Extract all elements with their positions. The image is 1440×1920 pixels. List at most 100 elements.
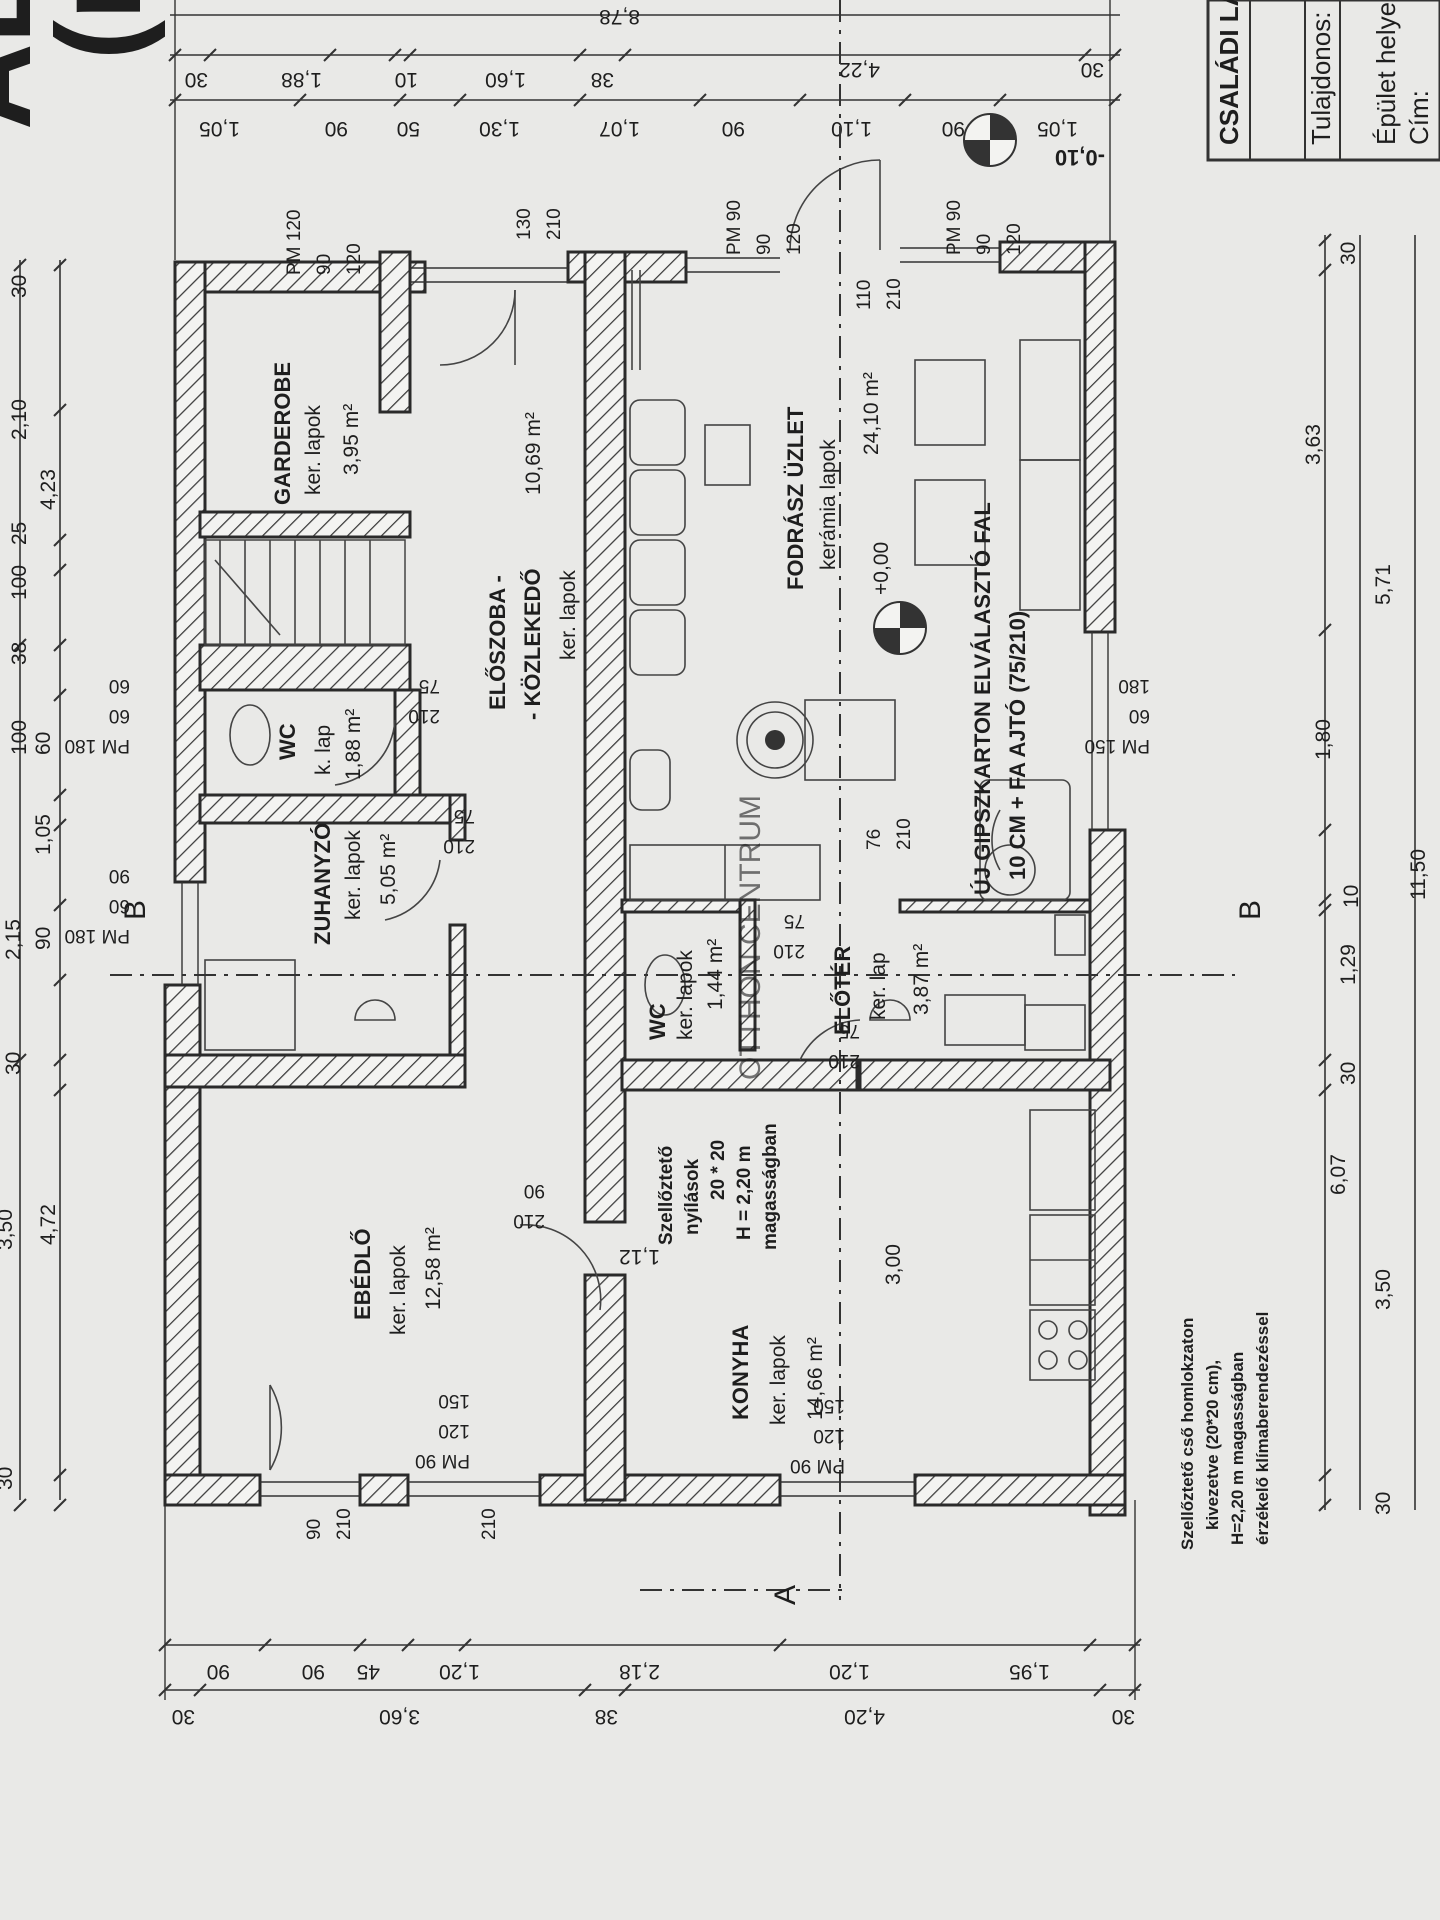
dim-top-8: 1,05 — [199, 117, 240, 140]
room-area: 12,58 m² — [422, 1227, 445, 1310]
dimension-tick — [13, 638, 27, 652]
dim-top-13: 90 — [722, 117, 745, 140]
dimension-tick — [573, 93, 587, 107]
dim-bot-3: 45 — [357, 1660, 380, 1683]
opening-value: 210 — [828, 1050, 860, 1071]
dimension-tick — [618, 48, 632, 62]
dim-bot-11: 4,20 — [844, 1705, 885, 1728]
dimension-tick — [53, 403, 67, 417]
dimension-tick — [453, 93, 467, 107]
dim-top-5: 38 — [591, 68, 614, 91]
opening-value: 210 — [479, 1508, 500, 1540]
owner-label: Tulajdonos: — [1306, 12, 1336, 145]
dim-right-1: 30 — [1337, 242, 1360, 265]
wall-garderobe-bottom — [198, 510, 412, 539]
dimension-tick — [1318, 1498, 1332, 1512]
vent-line-5: magasságban — [760, 1123, 781, 1250]
room-eloter: ELŐTÉR ker. lap 3,87 m² — [830, 944, 933, 1035]
dim-top-14: 1,10 — [831, 117, 872, 140]
opening-value: 210 — [544, 208, 565, 240]
level-zero: +0,00 — [870, 542, 893, 595]
opening-value: PM 90 — [724, 200, 745, 255]
room-floor: ker. lapok — [557, 570, 580, 660]
dim-bot-9: 3,60 — [379, 1705, 420, 1728]
dim-left-13: 30 — [0, 1467, 17, 1490]
title-heading: CSALÁDI LA — [1214, 0, 1244, 145]
opening-value: 210 — [408, 705, 440, 726]
dim-left-5: 38 — [8, 642, 31, 665]
dimension-tick — [1318, 1468, 1332, 1482]
dimension-tick — [1093, 1683, 1107, 1697]
dim-bot-2: 90 — [302, 1660, 325, 1683]
dimension-tick — [773, 1638, 787, 1652]
dim-right-6: 30 — [1337, 1062, 1360, 1085]
dim-left-2: 2,10 — [8, 399, 31, 440]
dimension-tick — [203, 48, 217, 62]
dim-left-14: 4,23 — [37, 469, 60, 510]
dimension-tick — [793, 93, 807, 107]
partition-line-2: 10 CM + FA AJTÓ (75/210) — [1005, 611, 1030, 880]
wall-right-lower — [1088, 828, 1127, 1517]
room-area: 5,05 m² — [377, 834, 400, 905]
dim-top-16: 1,05 — [1037, 117, 1078, 140]
opening-value: 130 — [514, 208, 535, 240]
wall-bottom-3 — [538, 1473, 782, 1507]
room-name: WC — [275, 723, 300, 760]
dimension-tick — [1318, 263, 1332, 277]
dimension-tick — [573, 48, 587, 62]
dimension-tick — [898, 93, 912, 107]
opening-value: 180 — [1118, 675, 1150, 696]
dimension-tick — [1318, 893, 1332, 907]
dim-left-9: 90 — [32, 927, 55, 950]
dimension-tick — [1318, 1083, 1332, 1097]
room-floor: ker. lapok — [387, 1245, 410, 1335]
wall-elotér-top — [620, 898, 754, 914]
dimension-tick — [1128, 1683, 1142, 1697]
room-name: WC — [645, 1003, 670, 1040]
opening-value: PM 90 — [790, 1455, 845, 1476]
section-marker-b-right: B — [1234, 900, 1267, 920]
opening-label: 210 — [479, 1508, 500, 1540]
room-area: 14,66 m² — [804, 1337, 827, 1420]
room-name: FODRÁSZ ÜZLET — [783, 406, 808, 590]
room-area: 24,10 m² — [860, 372, 883, 455]
room-name: ZUHANYZÓ — [310, 823, 335, 945]
address-label: Cím: — [1404, 90, 1434, 145]
wall-bottom-4 — [913, 1473, 1127, 1507]
dim-left-1: 30 — [8, 275, 31, 298]
opening-value: 210 — [884, 278, 905, 310]
dim-top-6: 4,22 — [839, 58, 880, 81]
room-fodrasz: FODRÁSZ ÜZLET kerámia lapok 24,10 m² +0,… — [783, 145, 1105, 595]
opening-value: 60 — [1129, 705, 1150, 726]
wall-left-upper — [173, 260, 207, 884]
room-wc-1: WC k. lap 1,88 m² — [275, 709, 365, 780]
dimension-tick — [323, 48, 337, 62]
dim-right-11: 11,50 — [1407, 849, 1430, 900]
room-name: ELŐSZOBA - — [485, 575, 510, 710]
dims-right: 30 3,63 1,80 10 1,29 30 3,50 30 5,71 6,0… — [1302, 242, 1430, 1515]
opening-value: PM 180 — [65, 735, 130, 756]
dimension-tick — [578, 1683, 592, 1697]
note-line-4: érzékelő klímaberendezéssel — [1253, 1312, 1272, 1545]
opening-value: 75 — [454, 805, 475, 826]
dim-right-4: 10 — [1340, 885, 1363, 908]
dimension-tick — [1078, 48, 1092, 62]
vent-line-3: 20 * 20 — [708, 1140, 729, 1200]
dimension-tick — [1128, 1638, 1142, 1652]
room-name: GARDEROBE — [270, 362, 295, 505]
dimension-tick — [393, 93, 407, 107]
wall-kitchen-top — [620, 1058, 859, 1092]
dim-top-total: 8,78 — [599, 5, 640, 28]
room-ebedlo: EBÉDLŐ ker. lapok 12,58 m² — [350, 1227, 445, 1335]
opening-value: 90 — [524, 1180, 545, 1201]
dimension-tick — [1083, 1638, 1097, 1652]
section-marker-a: A — [769, 1585, 802, 1605]
room-name: ELŐTÉR — [830, 946, 855, 1035]
opening-value: 60 — [109, 895, 130, 916]
dimension-tick — [53, 1498, 67, 1512]
walls — [163, 240, 1127, 1517]
dimension-tick — [168, 93, 182, 107]
